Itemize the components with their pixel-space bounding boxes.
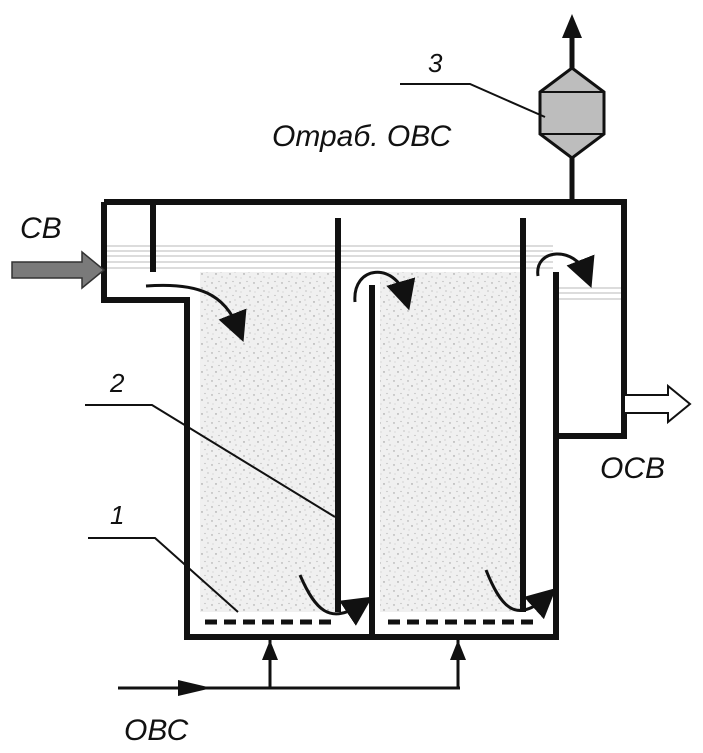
exhaust-filter <box>538 66 606 160</box>
air-riser-right-arrow <box>450 640 466 660</box>
leader-line-1 <box>88 537 239 613</box>
leader-line-2 <box>85 404 336 518</box>
inlet-arrow <box>11 250 106 290</box>
air-inlet-arrow <box>178 680 212 696</box>
outlet-arrow <box>623 383 692 425</box>
item-2-label: 2 <box>109 368 125 398</box>
filter-media-right <box>380 272 520 612</box>
flow-arrow-outlet <box>536 252 595 288</box>
flow-arrow-bottom-right <box>484 569 557 620</box>
air-riser-left-arrow <box>262 640 278 660</box>
air-inlet-label: ОВС <box>124 714 189 747</box>
filter-media-left <box>200 272 340 612</box>
item-1-label: 1 <box>110 500 124 530</box>
leader-line-3 <box>400 83 546 118</box>
outlet-water-surface <box>556 287 622 300</box>
inlet-label: СВ <box>20 212 62 245</box>
exhaust-arrow <box>562 14 582 38</box>
outlet-label: ОСВ <box>600 452 665 485</box>
water-surface <box>106 245 553 269</box>
flow-arrow-over-baffle <box>353 270 416 311</box>
tank-body <box>101 199 627 640</box>
flow-arrow-inlet <box>145 283 247 342</box>
item-3-label: 3 <box>428 48 443 78</box>
exhaust-label: Отраб. ОВС <box>272 120 452 153</box>
flow-arrow-bottom-left <box>298 574 373 626</box>
